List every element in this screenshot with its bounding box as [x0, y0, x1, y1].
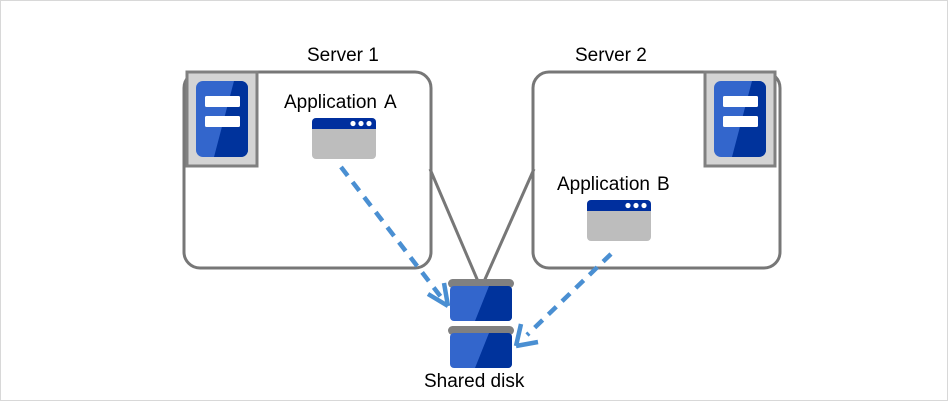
window-dot-3: [366, 120, 372, 127]
access-arrow-a-line: [339, 165, 443, 299]
server-icon-bar-top: [205, 96, 240, 107]
application-b-label: Application B: [557, 175, 670, 194]
window-titlebar: [587, 200, 651, 211]
window-dot-3: [641, 202, 647, 209]
application-b-label-word: Application: [557, 174, 650, 195]
server-2-label: Server 2: [575, 45, 647, 66]
window-dot-1: [625, 202, 631, 209]
disk-bar-top: [448, 279, 514, 288]
server-1-label: Server 1: [307, 45, 379, 66]
application-a-label-letter: A: [383, 92, 397, 113]
server-icon-bar-bottom: [723, 116, 758, 127]
disk-bar-bottom: [448, 326, 514, 335]
application-b-to-disk-access: [513, 252, 613, 349]
window-titlebar: [312, 118, 376, 129]
application-b-window-icon: [587, 200, 651, 241]
access-arrow-b-head: [513, 323, 539, 349]
application-a-label: Application A: [284, 93, 397, 112]
access-arrow-a-head: [426, 282, 451, 308]
shared-disk-label: Shared disk: [424, 371, 525, 392]
server-1-icon: [185, 70, 259, 168]
server1-to-disk-link: [428, 168, 482, 287]
application-a-window-icon: [312, 118, 376, 159]
shared-disk-icon: [448, 279, 514, 368]
window-dot-1: [350, 120, 356, 127]
application-a-label-word: Application: [284, 92, 377, 113]
disk-unit-bottom-shading: [475, 333, 512, 368]
access-arrow-b-line: [525, 252, 613, 337]
server-icon-bar-top: [723, 96, 758, 107]
server-2-icon: [703, 70, 777, 168]
connector-lines: [428, 168, 536, 287]
application-b-label-letter: B: [656, 174, 670, 195]
window-dot-2: [633, 202, 639, 209]
window-dot-2: [358, 120, 364, 127]
server-icon-bar-bottom: [205, 116, 240, 127]
disk-unit-top-shading: [475, 286, 512, 321]
application-a-to-disk-access: [339, 165, 451, 308]
server2-to-disk-link: [480, 168, 536, 287]
